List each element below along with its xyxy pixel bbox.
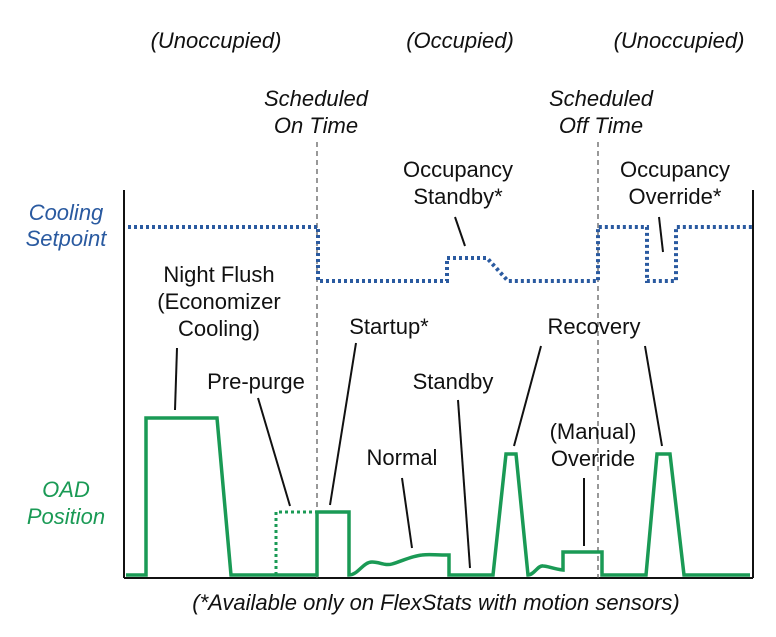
- cooling-setpoint-line: [128, 225, 752, 283]
- recovery-leader-right: [644, 345, 663, 447]
- night-flush-leader: [174, 347, 178, 411]
- period-occupied: (Occupied): [406, 28, 514, 53]
- oad-axis-label-line2: Position: [27, 504, 105, 529]
- setpoint-axis-label-line2: Setpoint: [26, 226, 108, 251]
- startup-leader: [329, 342, 357, 506]
- off-time-label-line1: Scheduled: [549, 86, 654, 111]
- occupancy-standby-label-line1: Occupancy: [403, 157, 513, 182]
- oad-position-line: [126, 416, 750, 577]
- footnote: (*Available only on FlexStats with motio…: [192, 590, 679, 615]
- oad-axis-label-line1: OAD: [42, 477, 90, 502]
- pre-purge-leader: [257, 397, 291, 507]
- pre-purge-line: [274, 510, 316, 575]
- occupancy-standby-leader: [454, 216, 466, 247]
- manual-override-label-line1: (Manual): [550, 419, 637, 444]
- recovery-label: Recovery: [548, 314, 641, 339]
- standby-leader: [457, 399, 471, 569]
- manual-override-label-line2: Override: [551, 446, 635, 471]
- occupancy-override-leader: [658, 216, 664, 253]
- occupancy-standby-label-line2: Standby*: [413, 184, 503, 209]
- night-flush-label-line1: Night Flush: [163, 262, 274, 287]
- on-time-label-line1: Scheduled: [264, 86, 369, 111]
- setpoint-axis-label-line1: Cooling: [29, 200, 104, 225]
- night-flush-label-line3: Cooling): [178, 316, 260, 341]
- startup-label: Startup*: [349, 314, 429, 339]
- normal-leader: [401, 477, 413, 549]
- off-time-label-line2: Off Time: [559, 113, 643, 138]
- pre-purge-label: Pre-purge: [207, 369, 305, 394]
- period-unoccupied-right: (Unoccupied): [614, 28, 745, 53]
- occupancy-override-label-line2: Override*: [629, 184, 722, 209]
- on-time-label-line2: On Time: [274, 113, 358, 138]
- normal-label: Normal: [367, 445, 438, 470]
- recovery-leader-left: [513, 345, 542, 447]
- occupancy-override-label-line1: Occupancy: [620, 157, 730, 182]
- standby-label: Standby: [413, 369, 494, 394]
- period-unoccupied-left: (Unoccupied): [151, 28, 282, 53]
- night-flush-label-line2: (Economizer: [157, 289, 280, 314]
